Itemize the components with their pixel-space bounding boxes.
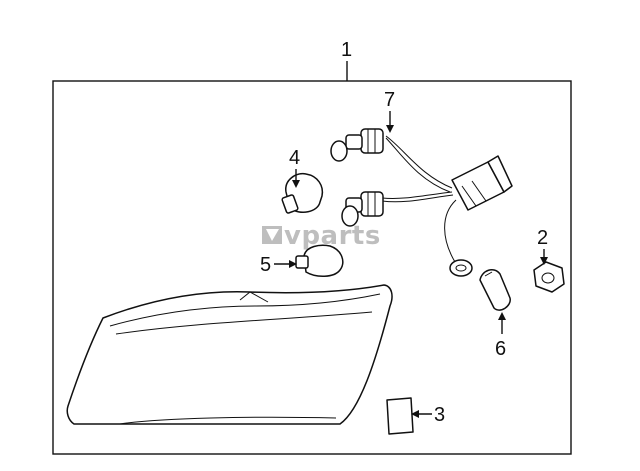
watermark-text: vparts: [284, 221, 381, 251]
bulb-6: [479, 269, 511, 311]
lamp-housing: [66, 284, 393, 425]
harness-grommet: [449, 259, 473, 277]
callout-5-arrow: [289, 260, 297, 268]
nut-2: [533, 261, 565, 293]
callout-7-arrow: [386, 125, 394, 133]
callout-7: 7: [384, 89, 395, 111]
pad-3: [386, 397, 414, 435]
bulb-4: [281, 172, 324, 214]
callout-2-arrow: [540, 257, 548, 265]
assembly-frame: [52, 80, 572, 455]
lower-bulb-socket: [341, 191, 384, 227]
watermark-logo-mark-cut: [266, 229, 279, 241]
watermark-logo: [262, 226, 282, 244]
bulb-5: [295, 244, 344, 277]
callout-2: 2: [537, 227, 548, 249]
harness-connector: [451, 155, 513, 211]
upper-bulb-socket: [330, 128, 384, 162]
callout-1: 1: [341, 39, 352, 61]
callout-4-arrow: [292, 180, 300, 188]
callout-6: 6: [495, 338, 506, 360]
callout-3: 3: [434, 404, 445, 426]
callout-5: 5: [260, 254, 271, 276]
wiring-harness: [330, 128, 513, 277]
callout-6-arrow: [498, 312, 506, 320]
callout-3-arrow: [411, 410, 419, 418]
callout-4: 4: [289, 147, 300, 169]
